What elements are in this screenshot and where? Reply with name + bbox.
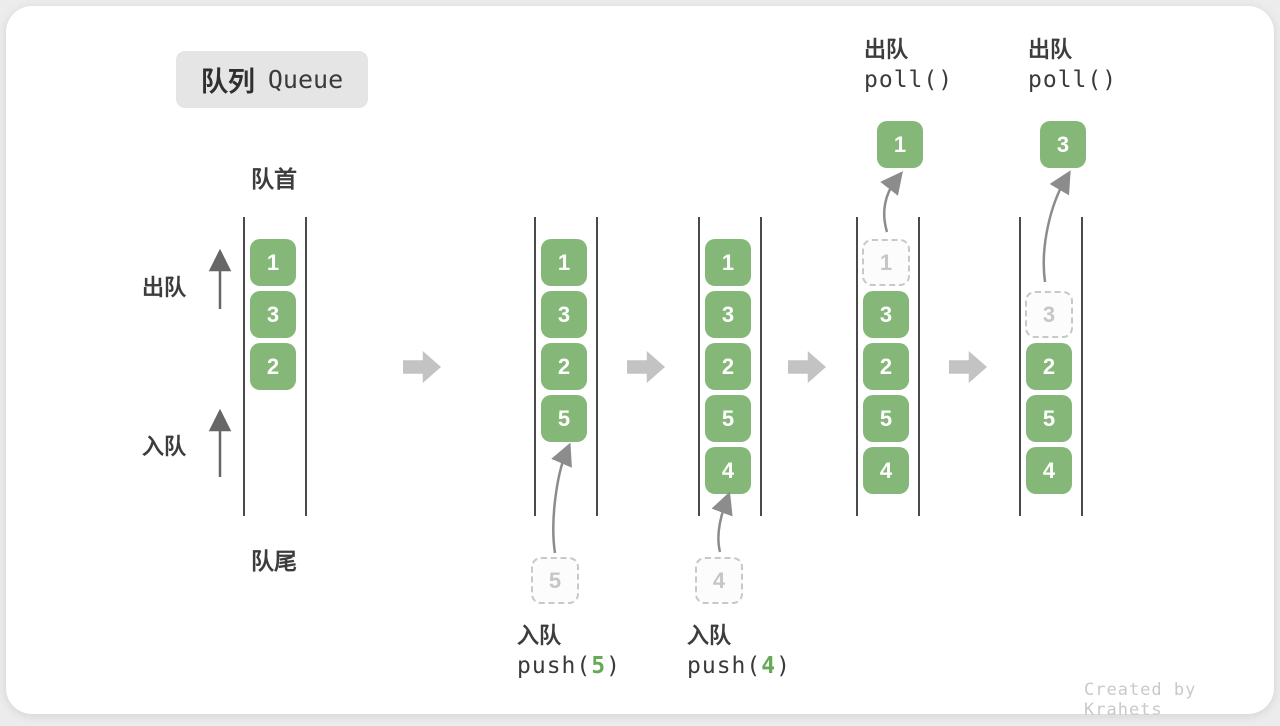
queue-cell-removed: 1 — [862, 239, 910, 286]
title-badge: 队列 Queue — [176, 51, 368, 108]
incoming-element-box: 4 — [695, 557, 743, 604]
queue-container — [856, 217, 920, 516]
queue-cell-removed: 3 — [1025, 291, 1073, 338]
queue-cell: 1 — [541, 239, 587, 286]
queue-cell: 5 — [705, 395, 751, 442]
ejected-element-box: 3 — [1040, 121, 1086, 168]
queue-cell: 4 — [705, 447, 751, 494]
poll2-name: 出队 — [1028, 37, 1073, 62]
queue-container — [1019, 217, 1083, 516]
queue-cell: 3 — [705, 291, 751, 338]
diagram-card: 队列 Queue 队首 队尾 出队 入队 1 3 2 1 3 2 5 5 1 3 2 5 4 4 1 3 2 5 4… — [6, 6, 1274, 720]
state-transition-arrow-icon — [403, 351, 441, 383]
state-transition-arrow-icon — [788, 351, 826, 383]
poll1-name: 出队 — [864, 37, 909, 62]
queue-cell: 2 — [863, 343, 909, 390]
state-transition-arrow-icon — [949, 351, 987, 383]
push5-operation-label: 入队 push(5) — [517, 620, 621, 682]
queue-cell: 2 — [250, 343, 296, 390]
queue-cell: 3 — [863, 291, 909, 338]
poll1-operation-label: 出队 poll() — [864, 34, 953, 96]
enqueue-side-label: 入队 — [142, 434, 187, 459]
title-english: Queue — [267, 65, 344, 94]
ejected-element-box: 1 — [877, 121, 923, 168]
queue-container — [698, 217, 762, 516]
queue-rear-label: 队尾 — [251, 548, 297, 574]
queue-cell: 5 — [1026, 395, 1072, 442]
queue-cell: 4 — [1026, 447, 1072, 494]
queue-cell: 5 — [863, 395, 909, 442]
state-transition-arrow-icon — [627, 351, 665, 383]
queue-container — [243, 217, 307, 516]
title-chinese: 队列 — [200, 67, 255, 97]
push4-arg: 4 — [761, 653, 777, 679]
queue-cell: 1 — [250, 239, 296, 286]
push4-name: 入队 — [687, 623, 732, 648]
queue-cell: 4 — [863, 447, 909, 494]
queue-cell: 2 — [1026, 343, 1072, 390]
poll2-code: poll() — [1028, 67, 1118, 93]
queue-container — [534, 217, 598, 516]
queue-cell: 5 — [541, 395, 587, 442]
incoming-element-box: 5 — [531, 557, 579, 604]
watermark: Created by Krahets — [1084, 680, 1197, 720]
queue-cell: 3 — [250, 291, 296, 338]
push4-operation-label: 入队 push(4) — [687, 620, 791, 682]
queue-cell: 2 — [705, 343, 751, 390]
push5-code: push(5) — [517, 653, 621, 679]
push4-code: push(4) — [687, 653, 791, 679]
poll2-operation-label: 出队 poll() — [1028, 34, 1117, 96]
dequeue-side-label: 出队 — [142, 275, 187, 300]
queue-front-label: 队首 — [251, 166, 297, 192]
push5-name: 入队 — [517, 623, 562, 648]
queue-cell: 1 — [705, 239, 751, 286]
push5-arg: 5 — [591, 653, 607, 679]
queue-cell: 2 — [541, 343, 587, 390]
queue-cell: 3 — [541, 291, 587, 338]
poll1-code: poll() — [864, 67, 954, 93]
